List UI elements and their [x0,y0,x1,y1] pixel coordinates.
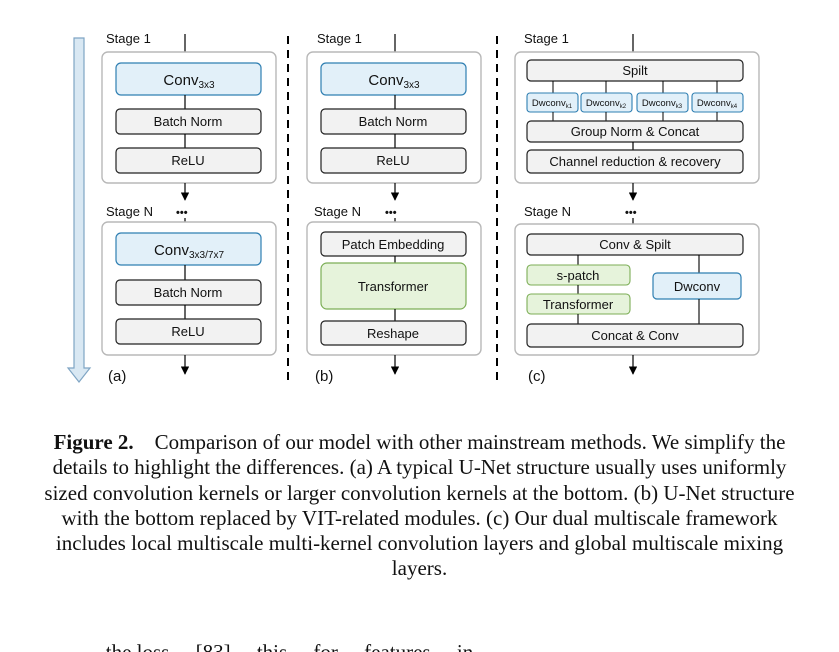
panel-c-split-label: Spilt [622,63,648,78]
panel-b-ellipsis: ••• [385,207,397,219]
panel-a-conv1-label: Conv3x3 [163,72,215,91]
panel-c-channel-label: Channel reduction & recovery [549,154,721,169]
figure-caption: Figure 2. Comparison of our model with o… [40,430,799,582]
panel-b-relu1-block [320,147,467,174]
panel-b-reshape-block [320,320,467,346]
panel-a-relu1-block [115,147,262,174]
panel-c: Stage 1 Spilt Dwconvk1 Dwconvk2 Dwconvk3… [514,31,760,385]
panel-b-bn1-block [320,108,467,135]
panel-b-transformer-label: Transformer [358,279,429,294]
panel-c-concat-label: Concat & Conv [591,328,679,343]
panel-c-convsplit-block [526,233,744,256]
panel-c-stage1-label: Stage 1 [524,31,569,46]
panel-c-stageN-label: Stage N [524,204,571,219]
panel-c-concat-block [526,323,744,348]
figure-caption-text: Comparison of our model with other mains… [44,430,795,581]
truncated-body-line: ...the loss ... [83] ... this ... for ..… [90,640,474,652]
panel-a-bn2-block [115,279,262,306]
panel-a-stageN-label: Stage N [106,204,153,219]
panel-a-bn1-block [115,108,262,135]
panel-a-ellipsis: ••• [176,207,188,219]
panel-a-stage1-label: Stage 1 [106,31,151,46]
panel-b-stage1-label: Stage 1 [317,31,362,46]
panel-c-transformer-label: Transformer [543,297,614,312]
panel-a-conv2-label: Conv3x3/7x7 [154,242,224,261]
panel-c-convsplit-label: Conv & Spilt [599,237,671,252]
panel-b-bn1-label: Batch Norm [359,114,428,129]
panel-b-conv1-label: Conv3x3 [368,72,420,91]
panel-c-channel-block [526,149,744,174]
panel-a-caption-label: (a) [108,368,126,385]
panel-c-stageN-box [514,223,760,356]
figure-number: Figure 2. [53,430,134,454]
panel-a: Stage 1 Conv3x3 Batch Norm ReLU ••• Stag… [101,31,277,385]
panel-a-conv1-block [115,62,262,96]
panel-b-patch-block [320,231,467,257]
panel-a-relu1-label: ReLU [171,153,204,168]
panel-c-dwconv-k1-label: Dwconvk1 [532,98,573,110]
panel-b-stageN-label: Stage N [314,204,361,219]
panel-a-conv2-block [115,232,262,266]
panel-b-caption-label: (b) [315,368,333,385]
panel-c-group-norm-block [526,120,744,143]
panel-c-dwconv-k3-label: Dwconvk3 [642,98,683,110]
panel-a-bn1-label: Batch Norm [154,114,223,129]
panel-a-relu2-label: ReLU [171,324,204,339]
panel-b-transformer-block [320,262,467,310]
downward-flow-arrow [66,37,92,383]
panel-c-dwconv-k4-label: Dwconvk4 [697,98,738,110]
truncated-body-text: ...the loss ... [83] ... this ... for ..… [0,628,839,652]
panel-c-dwconv-label: Dwconv [674,279,721,294]
panel-b-relu1-label: ReLU [376,153,409,168]
panel-c-spatch-label: s-patch [557,268,600,283]
panel-c-caption-label: (c) [528,368,546,385]
architecture-diagram: Stage 1 Conv3x3 Batch Norm ReLU ••• Stag… [66,31,760,385]
panel-c-ellipsis: ••• [625,207,637,219]
panel-b: Stage 1 Conv3x3 Batch Norm ReLU ••• Stag… [306,31,482,385]
panel-a-relu2-block [115,318,262,345]
panel-c-dwconv-k2-label: Dwconvk2 [586,98,627,110]
panel-c-group-norm-label: Group Norm & Concat [571,124,700,139]
panel-c-dwconv-block [652,272,742,300]
panel-a-bn2-label: Batch Norm [154,285,223,300]
panel-c-split-block [526,59,744,82]
panel-b-reshape-label: Reshape [367,326,419,341]
panel-b-patch-label: Patch Embedding [342,237,445,252]
panel-b-conv1-block [320,62,467,96]
